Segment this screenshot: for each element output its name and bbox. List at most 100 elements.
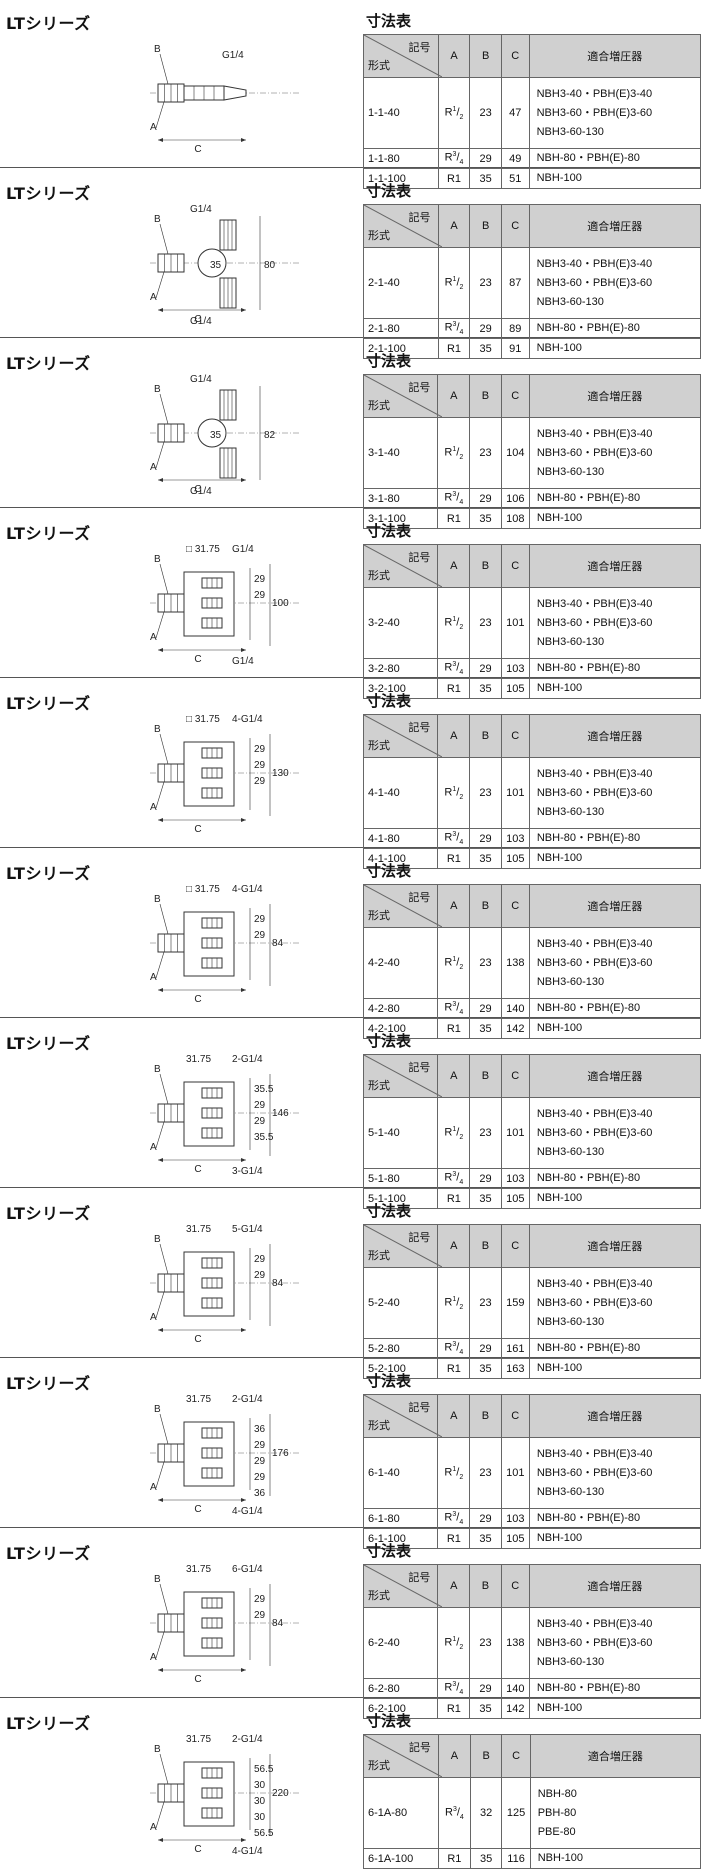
model-cell: 6-1A-100 [363, 1848, 439, 1869]
dim-label: 35 [210, 430, 222, 441]
dim-label: 29 [254, 1594, 266, 1605]
dim-label: 30 [254, 1796, 266, 1807]
header-kigou-keishiki: 記号形式 [362, 884, 442, 928]
compat-line: NBH-100 [536, 852, 583, 864]
dim-label-c: C [194, 994, 201, 1005]
compat-line: NBH-80・PBH(E)-80 [536, 1342, 641, 1354]
header-a: A [437, 544, 471, 588]
header-kigou-keishiki: 記号形式 [362, 1054, 442, 1098]
header-compat: 適合増圧器 [528, 1394, 701, 1438]
compat-cell: NBH-80・PBH(E)-80 [528, 658, 701, 679]
b-cell: 32 [469, 1777, 503, 1849]
compat-cell: NBH-80・PBH(E)-80 [528, 828, 701, 849]
b-cell: 23 [469, 417, 502, 489]
compat-line: NBH-80・PBH(E)-80 [536, 662, 641, 674]
compat-cell: NBH-100 [528, 338, 701, 359]
compat-cell: NBH-100 [528, 1358, 701, 1379]
dim-label: 56.5 [254, 1764, 274, 1775]
compat-cell: NBH-80・PBH(E)-80 [528, 488, 701, 509]
c-cell: 101 [500, 757, 530, 829]
header-kigou-keishiki: 記号形式 [362, 714, 442, 758]
dim-label-a: A [150, 1312, 157, 1323]
compat-line: NBH-100 [536, 342, 582, 354]
header-c: C [500, 1054, 530, 1098]
compat-line: NBH3-40・PBH(E)3-40 [536, 257, 653, 270]
model-cell: 4-1-40 [362, 757, 439, 829]
compat-line: NBH3-60・PBH(E)3-60 [536, 1636, 653, 1649]
dim-label: 29 [254, 1610, 266, 1621]
compat-cell: NBH-100 [528, 678, 701, 699]
header-a: A [437, 1224, 471, 1268]
compat-cell: NBH-80・PBH(E)-80 [528, 1338, 701, 1359]
dim-label: 220 [272, 1788, 289, 1799]
model-cell: 3-1-40 [362, 417, 439, 489]
dim-label-b: B [154, 1404, 161, 1415]
b-cell: 29 [469, 1168, 502, 1189]
header-a: A [437, 1564, 471, 1608]
dimension-table-title: 寸法表 [366, 1712, 412, 1730]
model-cell: 2-1-100 [363, 338, 439, 359]
c-cell: 103 [500, 828, 530, 849]
model-cell: 1-1-40 [363, 77, 439, 149]
header-kigou: 記号 [408, 552, 431, 564]
compat-cell: NBH-80・PBH(E)-80 [528, 1508, 701, 1529]
model-cell: 3-1-100 [362, 508, 439, 529]
a-cell: R1/2 [437, 1097, 471, 1169]
compat-cell: NBH-80・PBH(E)-80 [528, 998, 701, 1019]
port-label: G1/4 [232, 544, 254, 555]
model-cell: 4-1-80 [362, 828, 439, 849]
port-label: G1/4 [190, 204, 212, 215]
b-cell: 29 [469, 828, 502, 849]
dim-label: 80 [264, 260, 276, 271]
a-cell: R1/2 [437, 417, 471, 489]
header-c: C [500, 714, 530, 758]
model-cell: 3-1-80 [362, 488, 439, 509]
dim-label: 29 [254, 574, 266, 585]
c-cell: 103 [500, 1508, 530, 1529]
compat-line: NBH3-60・PBH(E)3-60 [536, 446, 653, 459]
model-cell: 4-1-100 [362, 848, 439, 869]
model-cell: 4-2-80 [362, 998, 439, 1019]
compat-line: NBH3-60・PBH(E)3-60 [536, 1466, 653, 1479]
header-c: C [500, 204, 530, 248]
a-cell: R3/4 [437, 488, 471, 509]
series-title: LTシリーズ [6, 1204, 91, 1223]
dim-label: 84 [272, 1618, 284, 1629]
compat-line: NBH-80・PBH(E)-80 [536, 1172, 641, 1184]
square-dim: 31.75 [186, 1734, 211, 1745]
header-compat: 適合増圧器 [528, 714, 701, 758]
header-b: B [469, 884, 502, 928]
c-cell: 125 [501, 1777, 531, 1849]
diagonal-divider [364, 885, 442, 927]
compat-line: NBH3-40・PBH(E)3-40 [536, 767, 653, 780]
dim-label-c: C [194, 144, 201, 155]
port-label: 4-G1/4 [232, 884, 263, 895]
diagonal-divider [364, 1735, 442, 1777]
compat-line: NBH-100 [536, 172, 582, 184]
a-cell: R1 [437, 1698, 471, 1719]
b-cell: 23 [469, 1607, 502, 1679]
compat-line: NBH3-60・PBH(E)3-60 [536, 106, 653, 119]
dim-label: 29 [254, 1254, 266, 1265]
series-title: LTシリーズ [6, 1544, 91, 1563]
compat-cell: NBH-100 [528, 1698, 701, 1719]
model-cell: 6-1-100 [362, 1528, 439, 1549]
dim-label-b: B [154, 724, 161, 735]
